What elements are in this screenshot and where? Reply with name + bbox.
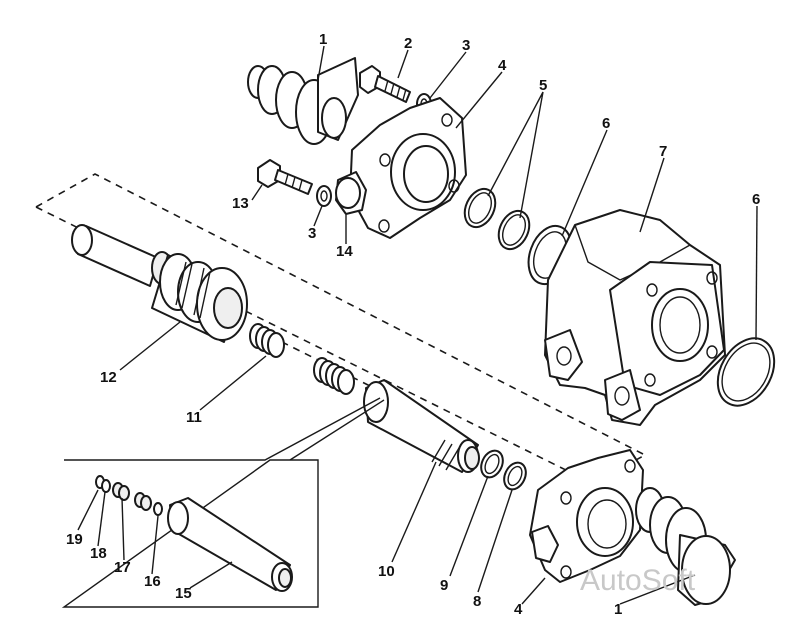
inset-detail-box (61, 397, 385, 608)
part-16-washer (153, 502, 163, 516)
callout-6-right: 6 (752, 191, 760, 208)
callout-3-top: 3 (462, 37, 470, 54)
callout-16: 16 (144, 573, 161, 590)
part-2-bolt (359, 65, 411, 103)
part-5-o-rings (463, 187, 531, 251)
part-15-sleeve (167, 497, 293, 592)
callout-5: 5 (539, 77, 547, 94)
callout-14: 14 (336, 243, 353, 260)
callout-8: 8 (473, 593, 481, 610)
callout-6-left: 6 (602, 115, 610, 132)
part-18-seal (101, 479, 111, 493)
callout-18: 18 (90, 545, 107, 562)
callout-11: 11 (186, 409, 202, 426)
callout-13: 13 (232, 195, 249, 212)
leader-lines (77, 45, 758, 605)
part-3-washer-lower (316, 185, 332, 207)
callout-4-lower: 4 (514, 601, 523, 618)
part-10-sleeve (363, 379, 480, 473)
part-1-boot-lower (635, 487, 736, 606)
part-13-bolt (257, 159, 313, 195)
part-6-seal-right (716, 337, 776, 407)
part-1-boot-top (247, 57, 359, 145)
part-7-housing-body (544, 209, 726, 426)
callout-19: 19 (66, 531, 83, 548)
callout-7: 7 (659, 143, 667, 160)
callout-10: 10 (378, 563, 395, 580)
part-12-piston (71, 224, 248, 343)
callout-15: 15 (175, 585, 192, 602)
part-4-housing-lower (529, 449, 644, 583)
part-17-springs (112, 482, 152, 511)
part-14-plug (335, 171, 367, 215)
callout-17: 17 (114, 559, 131, 576)
callout-12: 12 (100, 369, 117, 386)
callout-1-lower: 1 (614, 601, 622, 618)
part-4-housing-top (349, 97, 467, 239)
callout-3-lower: 3 (308, 225, 316, 242)
part-11-springs (249, 323, 355, 395)
part-8-o-ring (503, 461, 527, 491)
callout-1-top: 1 (319, 31, 327, 48)
callout-4-top: 4 (498, 57, 507, 74)
part-9-o-ring (480, 449, 504, 479)
callout-9: 9 (440, 577, 448, 594)
callout-2: 2 (404, 35, 412, 52)
watermark: AutoSoft (580, 564, 696, 597)
